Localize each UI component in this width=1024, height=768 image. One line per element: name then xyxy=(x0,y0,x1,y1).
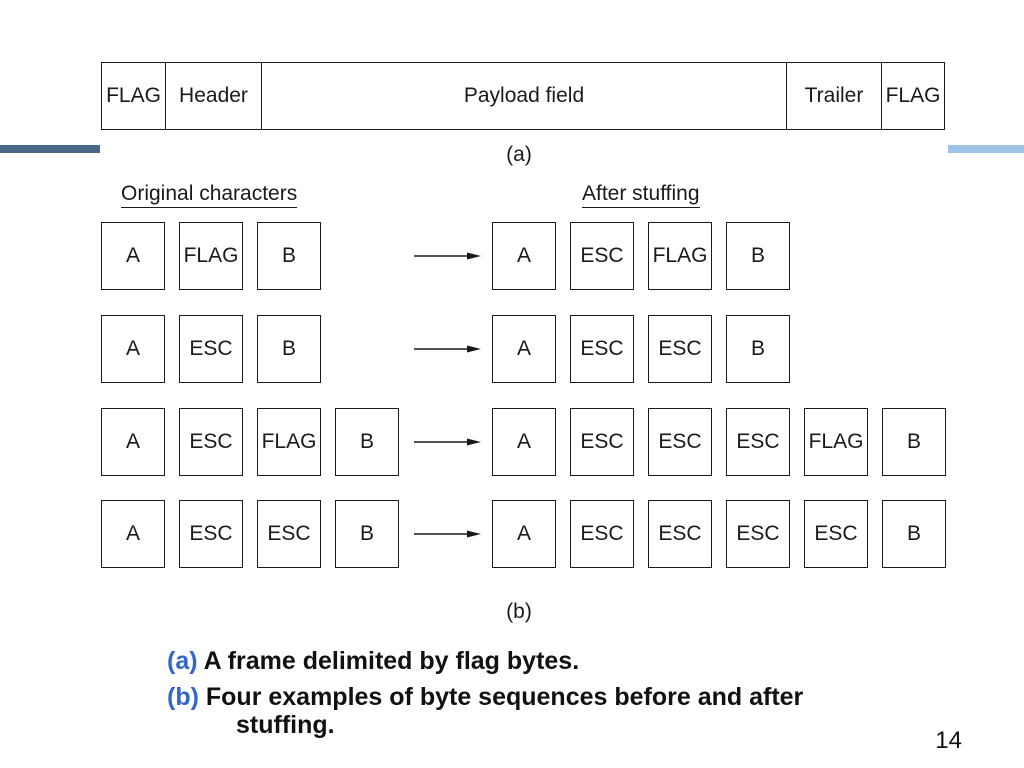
stuffed-byte-box: ESC xyxy=(648,500,712,568)
stuffed-byte-box: ESC xyxy=(648,408,712,476)
stuffed-byte-box: ESC xyxy=(648,315,712,383)
original-byte-box: A xyxy=(101,222,165,290)
original-byte-box: ESC xyxy=(179,315,243,383)
stuffed-byte-sequence: A ESC ESC B xyxy=(492,315,790,383)
stuffed-byte-box: B xyxy=(882,500,946,568)
original-byte-box: B xyxy=(335,408,399,476)
stuffed-byte-sequence: A ESC ESC ESC FLAG B xyxy=(492,408,946,476)
slide-accent-bar-right xyxy=(948,145,1024,153)
stuffed-byte-box: FLAG xyxy=(648,222,712,290)
figure-caption: (a) A frame delimited by flag bytes. (b)… xyxy=(167,647,857,739)
stuffed-byte-box: ESC xyxy=(726,408,790,476)
frame-diagram: FLAG Header Payload field Trailer FLAG xyxy=(101,62,945,130)
original-byte-box: A xyxy=(101,315,165,383)
stuffing-row: A ESC ESC B A ESC ESC ESC ESC B xyxy=(101,500,947,568)
stuffed-byte-box: ESC xyxy=(570,500,634,568)
original-byte-box: ESC xyxy=(257,500,321,568)
frame-cell-payload: Payload field xyxy=(261,63,786,129)
caption-marker: (b) xyxy=(167,683,199,711)
caption-line-a: (a) A frame delimited by flag bytes. xyxy=(167,647,857,675)
stuffed-byte-box: A xyxy=(492,408,556,476)
original-byte-sequence: A ESC B xyxy=(101,315,321,383)
caption-line-b: (b) Four examples of byte sequences befo… xyxy=(167,683,857,739)
stuffed-byte-sequence: A ESC FLAG B xyxy=(492,222,790,290)
stuffed-byte-box: ESC xyxy=(726,500,790,568)
stuffed-byte-box: ESC xyxy=(570,315,634,383)
caption-text: Four examples of byte sequences before a… xyxy=(205,683,804,739)
original-byte-box: B xyxy=(257,315,321,383)
stuffed-byte-box: B xyxy=(882,408,946,476)
original-byte-sequence: A ESC ESC B xyxy=(101,500,399,568)
original-characters-heading: Original characters xyxy=(121,182,298,208)
original-byte-box: A xyxy=(101,408,165,476)
original-byte-box: A xyxy=(101,500,165,568)
stuffing-row: A ESC FLAG B A ESC ESC ESC FLAG B xyxy=(101,408,947,476)
frame-figure-label: (a) xyxy=(506,143,532,166)
caption-marker: (a) xyxy=(167,647,198,675)
stuffed-byte-box: ESC xyxy=(570,222,634,290)
stuffed-byte-box: A xyxy=(492,315,556,383)
stuffing-figure-label: (b) xyxy=(506,600,532,623)
stuffing-row: A FLAG B A ESC FLAG B xyxy=(101,222,947,290)
original-byte-box: B xyxy=(257,222,321,290)
original-byte-box: ESC xyxy=(179,408,243,476)
after-stuffing-heading: After stuffing xyxy=(582,182,700,208)
right-arrow-icon xyxy=(414,342,481,356)
frame-cell-end-flag: FLAG xyxy=(881,63,944,129)
stuffed-byte-box: B xyxy=(726,222,790,290)
page-number: 14 xyxy=(935,727,962,754)
stuffed-byte-sequence: A ESC ESC ESC ESC B xyxy=(492,500,946,568)
original-byte-box: ESC xyxy=(179,500,243,568)
original-byte-box: FLAG xyxy=(257,408,321,476)
frame-cell-start-flag: FLAG xyxy=(106,84,161,107)
caption-text: A frame delimited by flag bytes. xyxy=(203,647,580,675)
right-arrow-icon xyxy=(414,527,481,541)
original-byte-sequence: A FLAG B xyxy=(101,222,321,290)
stuffed-byte-box: A xyxy=(492,222,556,290)
original-byte-box: FLAG xyxy=(179,222,243,290)
right-arrow-icon xyxy=(414,249,481,263)
original-byte-box: B xyxy=(335,500,399,568)
original-byte-sequence: A ESC FLAG B xyxy=(101,408,399,476)
frame-cell-header: Header xyxy=(165,63,261,129)
frame-cell-trailer: Trailer xyxy=(786,63,881,129)
stuffed-byte-box: ESC xyxy=(804,500,868,568)
right-arrow-icon xyxy=(414,435,481,449)
stuffed-byte-box: ESC xyxy=(570,408,634,476)
stuffing-row: A ESC B A ESC ESC B xyxy=(101,315,947,383)
stuffed-byte-box: B xyxy=(726,315,790,383)
slide-accent-bar-left xyxy=(0,145,100,153)
stuffed-byte-box: A xyxy=(492,500,556,568)
stuffed-byte-box: FLAG xyxy=(804,408,868,476)
